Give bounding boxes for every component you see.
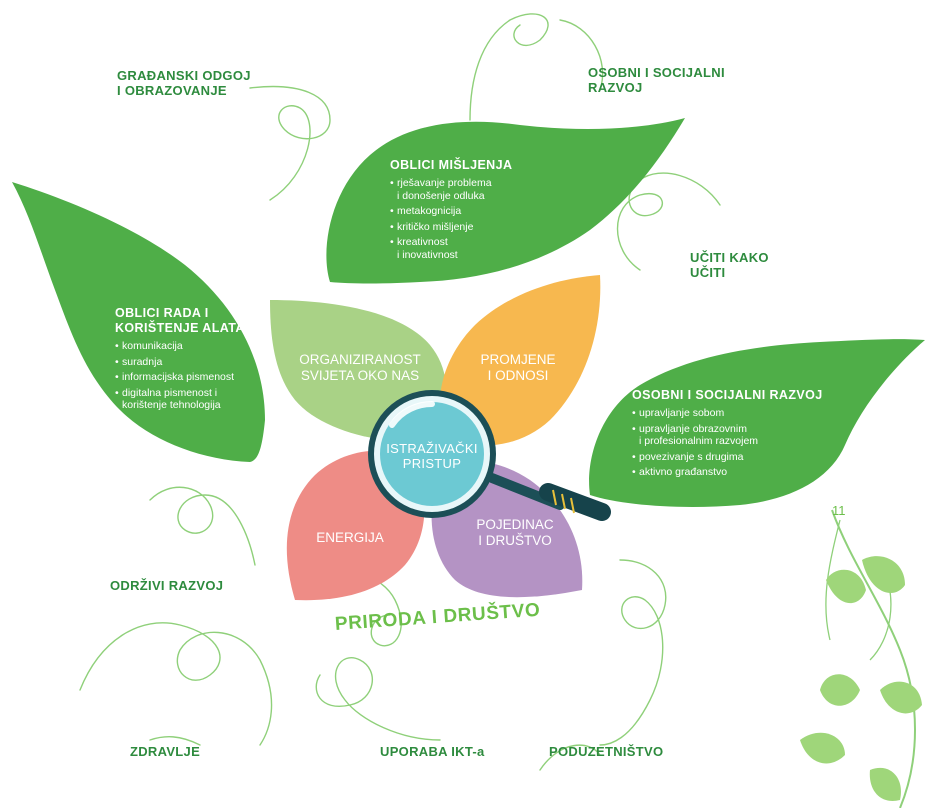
petal-organiziranost-label: ORGANIZIRANOST SVIJETA OKO NAS (299, 352, 421, 383)
leaf-item: aktivno građanstvo (632, 466, 832, 479)
leaf-item: suradnja (115, 356, 275, 369)
magnifier-icon (368, 390, 611, 521)
petal-pojedinac-label: POJEDINAC I DRUŠTVO (476, 517, 554, 548)
leaf-oblici-rada-content: OBLICI RADA I KORIŠTENJE ALATA komunikac… (115, 306, 275, 415)
leaf-title: OSOBNI I SOCIJALNI RAZVOJ (632, 388, 823, 402)
leaf-osobni-razvoj-content: OSOBNI I SOCIJALNI RAZVOJ upravljanje so… (632, 388, 832, 482)
label-zdravlje: ZDRAVLJE (130, 744, 201, 759)
petal-promjene-label: PROMJENE I ODNOSI (480, 352, 556, 383)
petal-promjene (439, 275, 601, 446)
leaf-item: digitalna pismenost i korištenje tehnolo… (115, 387, 275, 412)
label-osobni-socijalni-razvoj: OSOBNI I SOCIJALNI RAZVOJ (588, 65, 725, 95)
leaf-title: OBLICI RADA I KORIŠTENJE ALATA (115, 306, 245, 335)
leaf-item: upravljanje sobom (632, 407, 832, 420)
center-label: ISTRAŽIVAČKI PRISTUP (386, 441, 478, 471)
leaf-item: kreativnost i inovativnost (390, 236, 580, 261)
leaf-item: rješavanje problema i donošenje odluka (390, 177, 580, 202)
leaf-item: povezivanje s drugima (632, 451, 832, 464)
petal-energija-label: ENERGIJA (316, 530, 384, 545)
label-gradjanski-odgoj: GRAĐANSKI ODGOJ I OBRAZOVANJE (117, 68, 251, 98)
label-odrzivi-razvoj: ODRŽIVI RAZVOJ (110, 578, 224, 593)
label-uciti-kako-uciti: UČITI KAKO UČITI (690, 250, 769, 280)
leaf-oblici-misljenja-content: OBLICI MIŠLJENJA rješavanje problema i d… (390, 158, 580, 264)
corner-vine (800, 509, 922, 808)
leaf-title: OBLICI MIŠLJENJA (390, 158, 513, 172)
leaf-item: kritičko mišljenje (390, 221, 580, 234)
leaf-item: upravljanje obrazovnim i profesionalnim … (632, 423, 832, 448)
label-uporaba-ikt: UPORABA IKT-a (380, 744, 485, 759)
page-number: 11 (832, 503, 846, 518)
leaf-item: komunikacija (115, 340, 275, 353)
leaf-item: metakognicija (390, 205, 580, 218)
leaf-item: informacijska pismenost (115, 371, 275, 384)
label-poduzetnistvo: PODUZETNIŠTVO (549, 744, 664, 759)
